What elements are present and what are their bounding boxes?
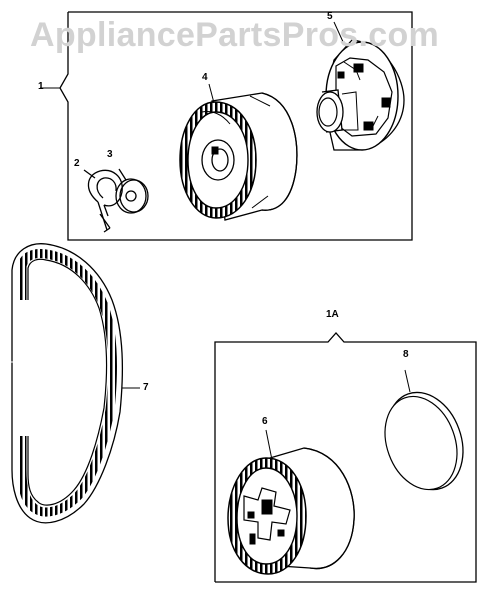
watermark-text: AppliancePartsPros.com xyxy=(30,16,440,54)
cover-disc-part-8 xyxy=(384,369,464,491)
assembly-1a-frame xyxy=(214,332,477,583)
drive-pulley-part-4 xyxy=(179,83,298,221)
washer-part-3 xyxy=(115,168,149,214)
callout-part-4: 4 xyxy=(202,72,208,83)
pulley-gear-part-6 xyxy=(227,429,355,575)
hub-mount-part-5 xyxy=(316,21,405,151)
callout-assembly-1: 1 xyxy=(38,81,44,92)
drive-belt-part-7 xyxy=(8,243,140,524)
callout-part-2: 2 xyxy=(74,158,80,169)
callout-part-5: 5 xyxy=(327,11,333,22)
callout-part-7: 7 xyxy=(143,382,149,393)
callout-part-3: 3 xyxy=(107,149,113,160)
callout-assembly-1a: 1A xyxy=(326,309,339,320)
e-ring-clip-part-2 xyxy=(83,169,123,233)
callout-part-6: 6 xyxy=(262,416,268,427)
callout-part-8: 8 xyxy=(403,349,409,360)
assembly-1-frame xyxy=(40,11,413,241)
